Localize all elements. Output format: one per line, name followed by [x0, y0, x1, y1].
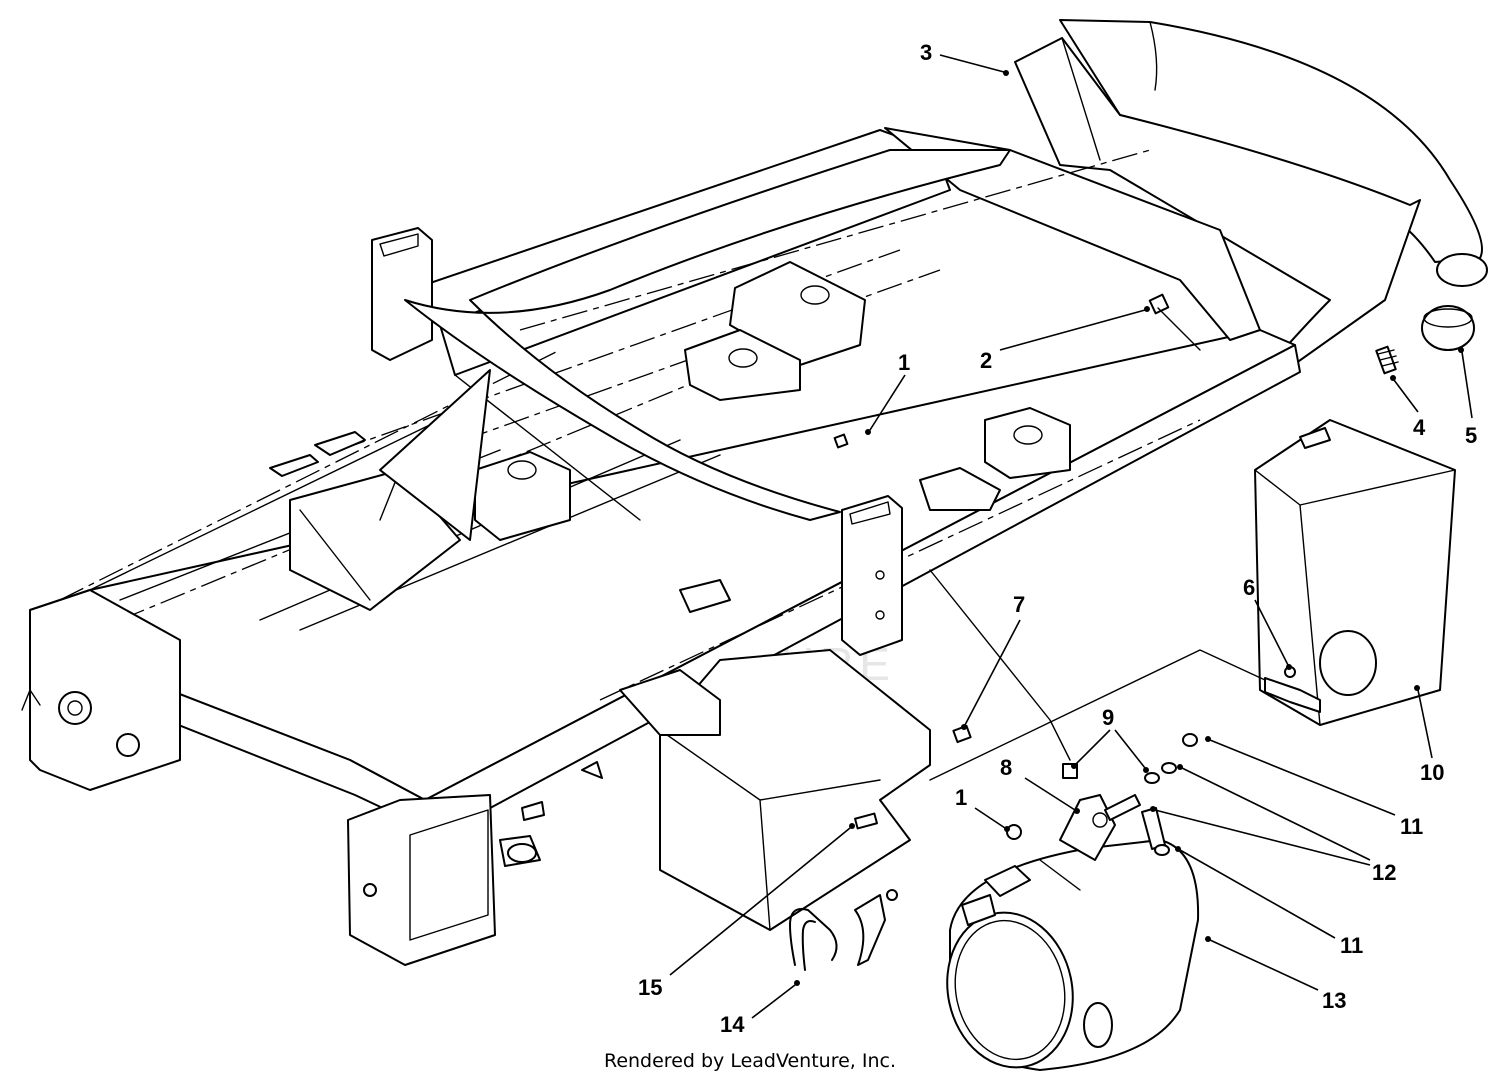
- callout-5-label: 5: [1465, 423, 1477, 448]
- muffler: [946, 839, 1200, 1071]
- callout-12: 12: [1150, 764, 1396, 885]
- deck-hanger-bracket-1: [314, 431, 366, 456]
- engine-mount-bracket-upper: [684, 261, 866, 401]
- callout-10-label: 10: [1420, 760, 1444, 785]
- deck-hanger-bracket-2: [269, 454, 319, 477]
- callout-9-label: 9: [1102, 705, 1114, 730]
- callout-15: 15: [638, 823, 855, 1000]
- callout-6-label: 6: [1243, 575, 1255, 600]
- callout-14: 14: [720, 980, 800, 1037]
- fastener-nut-1: [833, 433, 849, 449]
- callout-4: 4: [1390, 375, 1426, 440]
- fastener-bolt-2: [1148, 293, 1170, 315]
- callout-7-label: 7: [1013, 592, 1025, 617]
- callout-11-label: 11: [1400, 814, 1423, 839]
- engine-mount-bracket-lower: [474, 451, 571, 541]
- callout-1: 1: [865, 350, 910, 435]
- frame-post-center: [841, 495, 903, 656]
- callout-11: 11: [1205, 736, 1423, 839]
- callout-15-label: 15: [638, 975, 662, 1000]
- callout-4-label: 4: [1413, 415, 1426, 440]
- frame-gusset: [379, 369, 491, 541]
- callout-2-label: 2: [980, 348, 992, 373]
- callout-8-label: 8: [1000, 755, 1012, 780]
- frame-curved-tube: [404, 149, 1011, 521]
- muffler-mount-bracket: [1059, 794, 1141, 861]
- callout-11b-label: 11: [1340, 933, 1363, 958]
- callout-9: 9: [1071, 705, 1149, 773]
- bumper-bolt: [1375, 345, 1399, 375]
- bumper-end-cap: [1421, 305, 1475, 351]
- callout-7: 7: [961, 592, 1025, 730]
- frame-end-left: [21, 589, 181, 791]
- callout-3: 3: [920, 40, 1009, 76]
- tank-heat-shield: [1254, 419, 1456, 726]
- floor-pan-left: [289, 469, 461, 611]
- callout-3-label: 3: [920, 40, 932, 65]
- muffler-support-bracket: [619, 579, 931, 931]
- callout-2: 2: [980, 306, 1150, 373]
- callout-1b-label: 1: [955, 785, 967, 810]
- frame-end-right: [347, 794, 541, 966]
- exploded-view-lines: [929, 307, 1266, 891]
- frame-post-left: [371, 227, 433, 361]
- callout-12-label: 12: [1372, 860, 1396, 885]
- callout-13-label: 13: [1322, 988, 1346, 1013]
- engine-mount-bracket-right: [919, 407, 1071, 511]
- callout-5: 5: [1458, 347, 1477, 448]
- callout-6: 6: [1243, 575, 1292, 670]
- callout-1b: 1: [955, 785, 1010, 832]
- footer-credit: Rendered by LeadVenture, Inc.: [603, 1050, 897, 1072]
- callout-13: 13: [1205, 936, 1346, 1013]
- fastener-plug-7: [952, 724, 972, 744]
- callout-14-label: 14: [720, 1012, 745, 1037]
- mount-bolts-washers: [1141, 733, 1198, 856]
- rear-bumper: [1014, 19, 1488, 411]
- u-clamp: [789, 908, 838, 971]
- fastener-bolt-15: [854, 812, 878, 830]
- callout-1-label: 1: [898, 350, 910, 375]
- callout-10: 10: [1414, 685, 1444, 785]
- callout-11b: 11: [1175, 846, 1363, 958]
- clamp-saddle: [854, 889, 898, 966]
- callout-8: 8: [1000, 755, 1080, 814]
- frame-slots: [521, 761, 603, 821]
